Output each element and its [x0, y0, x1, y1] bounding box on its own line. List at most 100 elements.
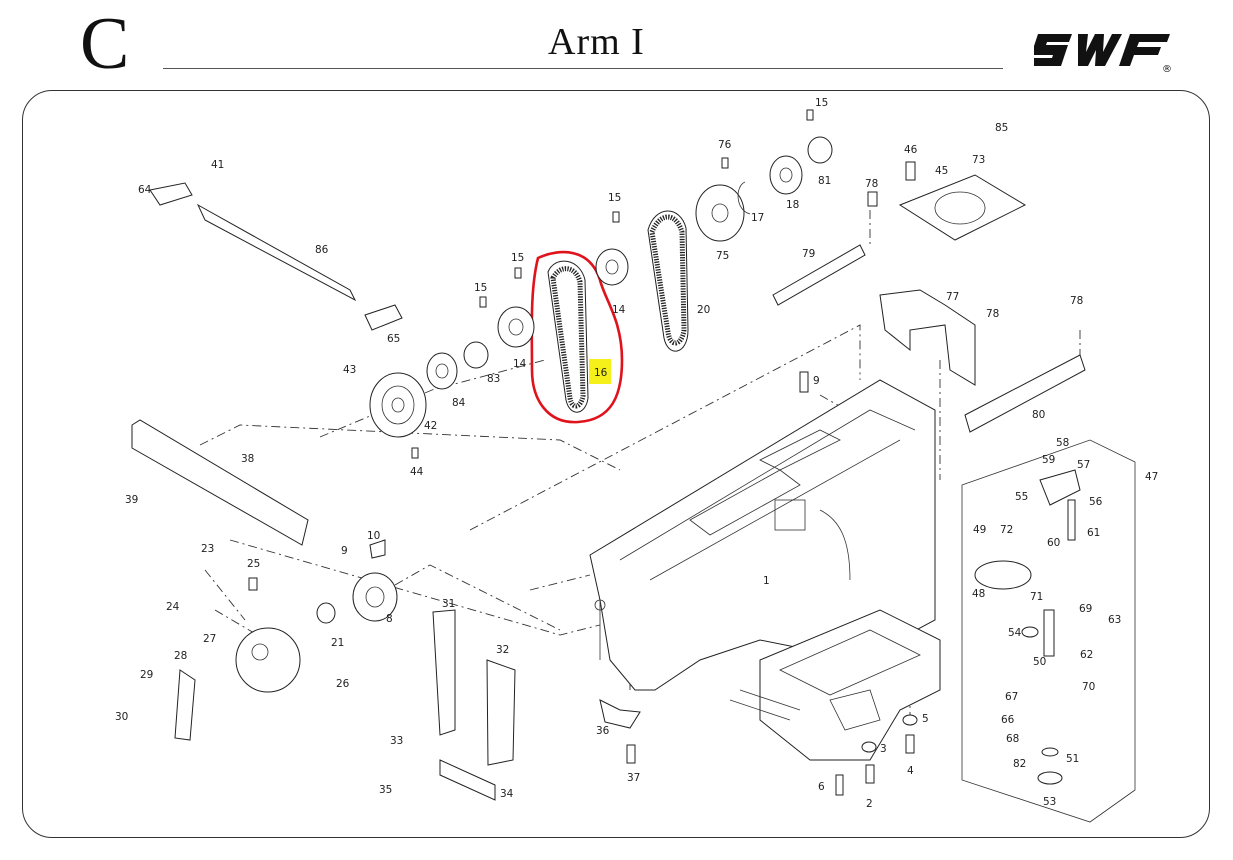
part-label: 42 [424, 420, 437, 432]
part-label: 33 [390, 735, 403, 747]
part-label: 54 [1008, 627, 1022, 639]
part-label: 20 [697, 304, 710, 316]
part-label: 8 [386, 613, 393, 625]
part-label: 55 [1015, 491, 1028, 503]
part-label: 5 [922, 713, 929, 725]
part-label: 67 [1005, 691, 1018, 703]
part-label: 31 [442, 598, 455, 610]
part-label: 58 [1056, 437, 1069, 449]
part-label: 84 [452, 397, 466, 409]
part-label: 57 [1077, 459, 1090, 471]
part-label: 75 [716, 250, 729, 262]
part-label: 78 [1070, 295, 1083, 307]
part-label: 28 [174, 650, 187, 662]
part-label: 70 [1082, 681, 1095, 693]
swf-logo: ® [1034, 34, 1172, 74]
part-label: 37 [627, 772, 640, 784]
part-label: 1 [763, 575, 770, 587]
part-label: 85 [995, 122, 1008, 134]
timing-belt-16 [547, 260, 589, 413]
part-label: 80 [1032, 409, 1045, 421]
part-label: 61 [1087, 527, 1100, 539]
timing-belt-20 [647, 210, 689, 352]
part-label: 46 [904, 144, 918, 156]
base-housing [729, 609, 941, 761]
part-label: 14 [513, 358, 527, 370]
part-label: 68 [1006, 733, 1019, 745]
arm-casting [589, 379, 936, 691]
plates-and-brackets [131, 174, 1086, 801]
part-label: 50 [1033, 656, 1046, 668]
part-label: 32 [496, 644, 509, 656]
part-label: 16 [594, 367, 608, 379]
part-label: 86 [315, 244, 329, 256]
pulleys-and-components [235, 109, 1076, 796]
part-label: 38 [241, 453, 254, 465]
part-label: 30 [115, 711, 128, 723]
part-label: 59 [1042, 454, 1055, 466]
part-label: 83 [487, 373, 500, 385]
part-label: 82 [1013, 758, 1026, 770]
part-label: 2 [866, 798, 873, 810]
part-label: 81 [818, 175, 831, 187]
part-label: 65 [387, 333, 400, 345]
part-label: 45 [935, 165, 948, 177]
part-label: 78 [865, 178, 878, 190]
part-label: 10 [367, 530, 380, 542]
part-label: 73 [972, 154, 985, 166]
part-label: 17 [751, 212, 764, 224]
part-label: 9 [341, 545, 348, 557]
part-label: 15 [474, 282, 487, 294]
title-underline [163, 68, 1003, 69]
part-label: 71 [1030, 591, 1043, 603]
part-label: 6 [818, 781, 825, 793]
part-label: 48 [972, 588, 985, 600]
part-label: 3 [880, 743, 887, 755]
part-label: 15 [511, 252, 524, 264]
part-label: 18 [786, 199, 799, 211]
part-label: 60 [1047, 537, 1060, 549]
part-label: 79 [802, 248, 815, 260]
part-label: 9 [813, 375, 820, 387]
part-label: 4 [907, 765, 914, 777]
section-letter: C [80, 3, 130, 85]
part-label: 78 [986, 308, 999, 320]
part-number-labels: 1 2 3 4 5 6 8 9 9 10 14 14 15 15 15 15 1… [115, 97, 1158, 810]
part-label: 69 [1079, 603, 1092, 615]
part-label: 27 [203, 633, 216, 645]
part-label: 51 [1066, 753, 1079, 765]
registered-mark: ® [1162, 64, 1172, 74]
part-label: 21 [331, 637, 344, 649]
part-label: 53 [1043, 796, 1056, 808]
part-label: 64 [138, 184, 152, 196]
part-label: 41 [211, 159, 224, 171]
part-label: 15 [608, 192, 621, 204]
swf-logo-mark [1034, 34, 1170, 66]
part-label: 14 [612, 304, 626, 316]
part-label: 43 [343, 364, 356, 376]
part-label: 44 [410, 466, 424, 478]
part-label: 47 [1145, 471, 1158, 483]
part-label: 56 [1089, 496, 1103, 508]
part-label: 72 [1000, 524, 1013, 536]
part-label: 23 [201, 543, 214, 555]
part-label: 15 [815, 97, 828, 109]
part-label: 26 [336, 678, 350, 690]
part-label: 66 [1001, 714, 1015, 726]
diagram-frame [22, 90, 1210, 838]
part-label: 35 [379, 784, 392, 796]
part-label: 24 [166, 601, 180, 613]
part-label: 77 [946, 291, 959, 303]
part-label: 63 [1108, 614, 1121, 626]
part-label: 36 [596, 725, 610, 737]
part-16-highlight [589, 359, 611, 384]
page-title: Arm I [548, 21, 645, 63]
part-label: 25 [247, 558, 260, 570]
part-label: 29 [140, 669, 153, 681]
part-label: 39 [125, 494, 138, 506]
part-label: 62 [1080, 649, 1093, 661]
sub-assembly-box-47 [961, 439, 1136, 823]
part-label: 34 [500, 788, 514, 800]
part-label: 49 [973, 524, 986, 536]
